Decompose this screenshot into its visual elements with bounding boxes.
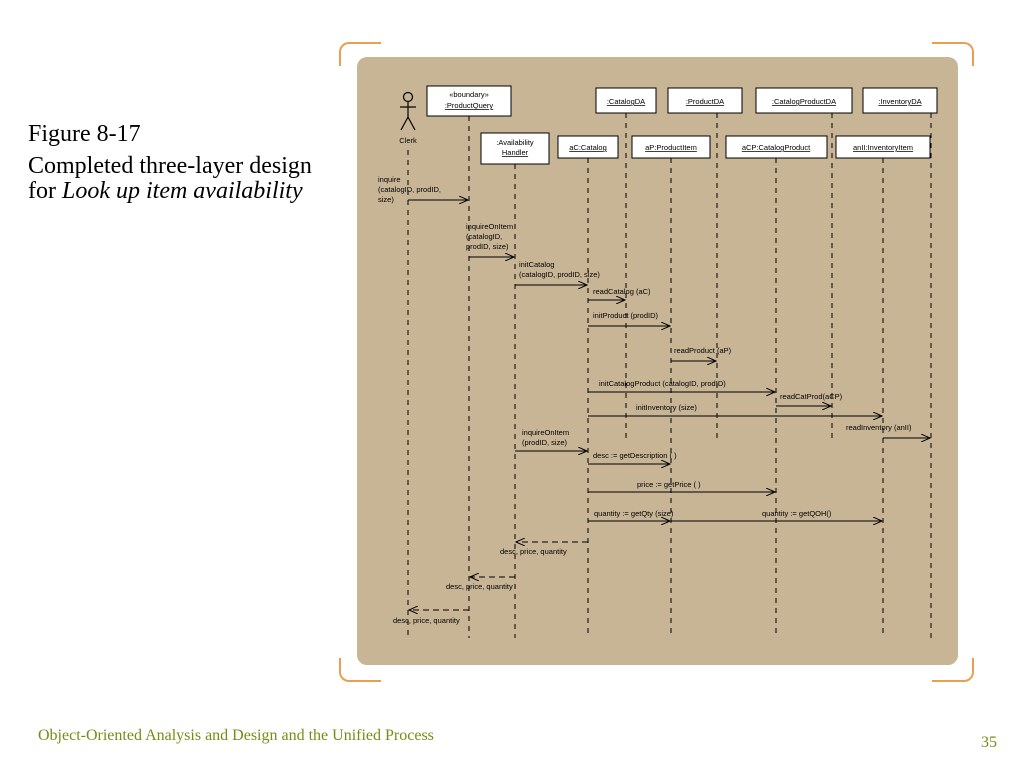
message-label-inquireonitem-2: inquireOnItem (prodID, size)	[522, 428, 569, 447]
lifeline-label-line2: Handler	[502, 148, 529, 157]
corner-bracket-bottom-right	[932, 658, 974, 682]
return-label-clerk: desc, price, quantity	[393, 616, 460, 625]
lifeline-label: :InventoryDA	[878, 97, 921, 106]
message-label-readinventory: readInventory (anII)	[846, 423, 912, 432]
lifeline-label: aCP:CatalogProduct	[742, 143, 811, 152]
lifeline-head-inventoryitem: anII:InventoryItem	[835, 135, 931, 159]
svg-text:initCatalog: initCatalog	[519, 260, 554, 269]
message-label-inquireonitem: inquireOnItem (catalogID, prodID, size)	[466, 222, 513, 251]
lifeline-head-catalogproductda: :CatalogProductDA	[755, 87, 853, 114]
svg-text:(prodID, size): (prodID, size)	[522, 438, 568, 447]
svg-text:inquire: inquire	[378, 175, 401, 184]
lifeline-head-catalogda: :CatalogDA	[595, 87, 657, 114]
lifeline-head-inventoryda: :InventoryDA	[862, 87, 938, 114]
lifeline-label: :CatalogProductDA	[772, 97, 836, 106]
lifeline-head-availabilityhandler: :Availability Handler	[480, 132, 550, 165]
message-label-initcatalog: initCatalog (catalogID, prodID, size)	[519, 260, 600, 279]
lifeline-label: :ProductQuery	[445, 101, 494, 110]
stereotype-label: «boundary»	[449, 90, 489, 99]
svg-text:inquireOnItem: inquireOnItem	[466, 222, 513, 231]
sequence-diagram: Clerk «boundary» :ProductQuery :Availabi…	[378, 85, 938, 638]
figure-number: Figure 8-17	[28, 121, 141, 147]
corner-bracket-bottom-left	[339, 658, 381, 682]
message-label-getqty: quantity := getQty (size)	[594, 509, 674, 518]
lifeline-label: anII:InventoryItem	[853, 143, 913, 152]
diagram-frame	[339, 42, 974, 682]
lifeline-head-productitem: aP:ProductItem	[631, 135, 711, 159]
footer-title: Object-Oriented Analysis and Design and …	[38, 727, 434, 744]
message-label-getprice: price := getPrice ( )	[637, 480, 701, 489]
svg-text:(catalogID, prodID,: (catalogID, prodID,	[378, 185, 441, 194]
corner-bracket-top-left	[339, 42, 381, 66]
message-label-initproduct: initProduct (prodID)	[593, 311, 659, 320]
lifeline-head-productquery: «boundary» :ProductQuery	[426, 85, 512, 117]
page-number: 35	[981, 734, 997, 751]
lifeline-label-line1: :Availability	[496, 138, 534, 147]
figure-description-text: Completed three-layer design for	[28, 153, 312, 204]
svg-text:(catalogID,: (catalogID,	[466, 232, 502, 241]
message-label-initcatalogproduct: initCatalogProduct (catalogID, prodID)	[599, 379, 726, 388]
lifeline-label: aP:ProductItem	[645, 143, 697, 152]
message-label-inquire: inquire (catalogID, prodID, size)	[378, 175, 441, 204]
svg-text:(catalogID, prodID, size): (catalogID, prodID, size)	[519, 270, 600, 279]
message-label-initinventory: initInventory (size)	[636, 403, 697, 412]
message-label-getqoh: quantity := getQOH()	[762, 509, 832, 518]
corner-bracket-top-right	[932, 42, 974, 66]
svg-text:inquireOnItem: inquireOnItem	[522, 428, 569, 437]
stick-figure-icon	[400, 91, 416, 131]
svg-text:prodID, size): prodID, size)	[466, 242, 509, 251]
message-label-readcatprod: readCatProd(aCP)	[780, 392, 843, 401]
lifeline-head-productda: :ProductDA	[667, 87, 743, 114]
figure-caption: Figure 8-17 Completed three-layer design…	[28, 120, 333, 204]
svg-text:size): size)	[378, 195, 394, 204]
actor-label: Clerk	[399, 136, 417, 145]
return-label-ah: desc, price, quantity	[500, 547, 567, 556]
lifeline-label: :ProductDA	[686, 97, 724, 106]
lifeline-head-catalogproduct: aCP:CatalogProduct	[725, 135, 828, 159]
message-label-getdescription: desc := getDescription ( )	[593, 451, 677, 460]
clerk-actor: Clerk	[399, 91, 417, 145]
figure-description-italic: Look up item availability	[61, 178, 303, 204]
message-label-readproduct: readProduct (aP)	[674, 346, 732, 355]
lifeline-label: :CatalogDA	[607, 97, 645, 106]
figure-description: Completed three-layer design for Look up…	[28, 154, 333, 204]
return-label-pq: desc, price, quantity	[446, 582, 513, 591]
lifeline-head-catalog: aC:Catalog	[557, 135, 619, 159]
lifeline-label: aC:Catalog	[569, 143, 607, 152]
message-label-readcatalog: readCatalog (aC)	[593, 287, 651, 296]
